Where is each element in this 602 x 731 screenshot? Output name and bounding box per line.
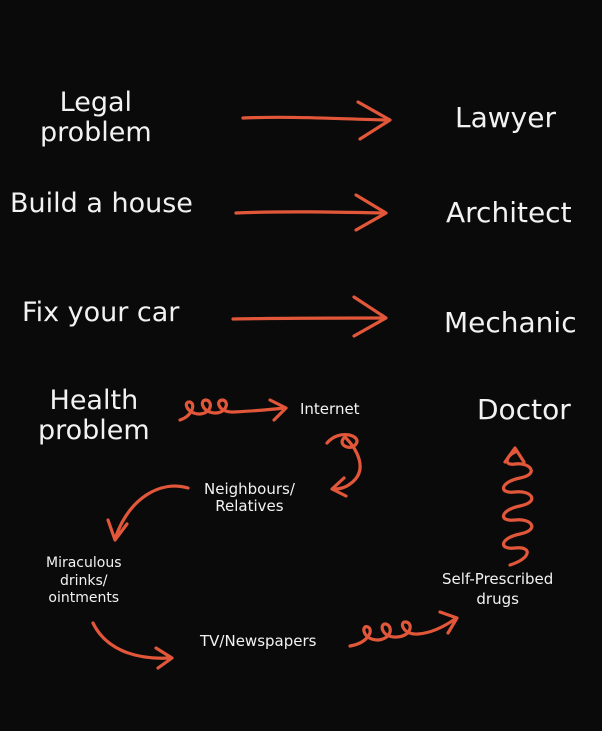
neighbours-label: Neighbours/ Relatives [204, 480, 295, 515]
squiggle-health-to-internet [178, 398, 288, 422]
health-problem-label: Health problem [38, 385, 150, 447]
arrow-internet-to-neighbours [325, 433, 362, 498]
build-house-label: Build a house [10, 188, 193, 219]
squiggle-drugs-to-doctor [502, 446, 534, 567]
miraculous-label: Miraculous drinks/ ointments [46, 555, 122, 606]
self-prescribed-label: Self-Prescribed drugs [442, 570, 554, 608]
arrow-miraculous-to-tv [91, 621, 174, 670]
mechanic-label: Mechanic [444, 306, 577, 339]
arrow-legal-to-lawyer [241, 100, 392, 141]
fix-car-label: Fix your car [22, 297, 180, 328]
arrow-house-to-architect [234, 193, 388, 232]
legal-problem-label: Legal problem [40, 87, 152, 149]
arrow-car-to-mechanic [231, 295, 388, 338]
tv-newspapers-label: TV/Newspapers [200, 632, 317, 650]
internet-label: Internet [300, 400, 360, 418]
architect-label: Architect [446, 196, 572, 229]
doctor-label: Doctor [477, 393, 571, 426]
arrow-neighbours-to-miraculous [106, 484, 190, 542]
lawyer-label: Lawyer [455, 101, 556, 134]
squiggle-tv-to-drugs [348, 610, 459, 648]
